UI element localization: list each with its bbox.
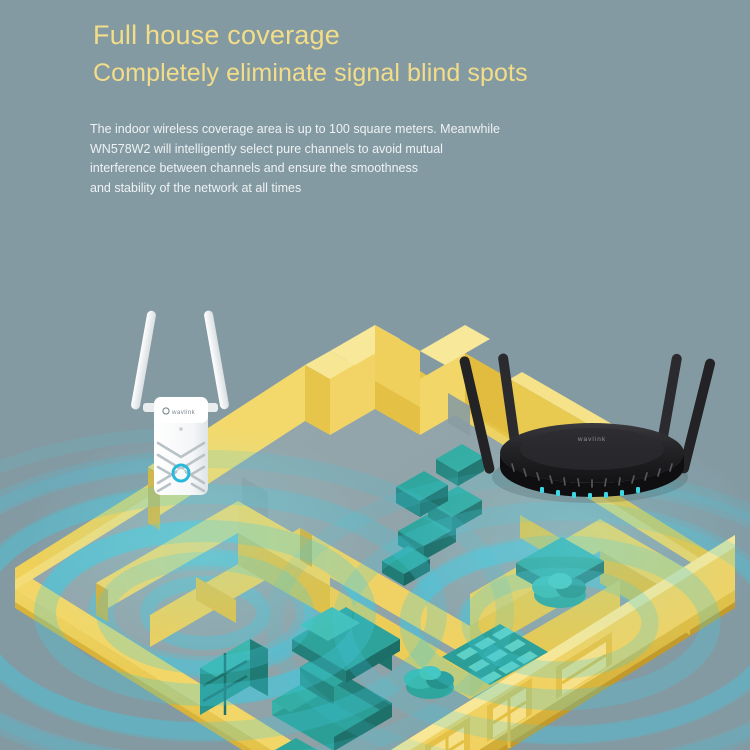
router-top-inset xyxy=(520,428,664,470)
extender-hinge-left xyxy=(143,403,157,412)
furniture-coffee-table xyxy=(274,738,318,750)
extender-antenna-right xyxy=(204,310,229,410)
router-vent-slots xyxy=(511,463,673,488)
extender-status-led xyxy=(179,427,183,431)
wifi-range-extender: wavlink xyxy=(131,310,229,495)
description-line-1: The indoor wireless coverage area is up … xyxy=(90,122,500,136)
isometric-house-scene: wavlink xyxy=(0,215,750,750)
window-grid-left xyxy=(425,717,470,750)
extender-indicator-ring xyxy=(171,463,191,483)
router-antenna-1 xyxy=(459,356,495,474)
window-grid-mid xyxy=(487,678,532,748)
extender-glow xyxy=(25,425,385,665)
svg-text:wavlink: wavlink xyxy=(171,409,196,416)
description-paragraph: The indoor wireless coverage area is up … xyxy=(90,120,610,198)
wireless-router: wavlink xyxy=(459,353,716,503)
extender-antenna-left xyxy=(131,310,156,410)
description-line-4: and stability of the network at all time… xyxy=(90,180,302,195)
router-led-row xyxy=(540,487,640,499)
page-subtitle: Completely eliminate signal blind spots xyxy=(93,59,528,87)
extender-brand-logo: wavlink xyxy=(162,407,196,416)
router-brand-logo: wavlink xyxy=(577,436,606,443)
plant-shrub-front xyxy=(404,666,454,699)
page-title: Full house coverage xyxy=(93,20,340,50)
heading-block: Full house coverage Completely eliminate… xyxy=(93,18,713,90)
extender-chevron-pattern xyxy=(156,441,206,493)
description-line-2: WN578W2 will intelligently select pure c… xyxy=(90,141,443,156)
description-line-3: interference between channels and ensure… xyxy=(90,161,418,175)
extender-indicator-core xyxy=(177,469,185,477)
router-antenna-4 xyxy=(678,358,716,474)
extender-body-top xyxy=(154,397,208,423)
router-body-side xyxy=(500,453,684,497)
